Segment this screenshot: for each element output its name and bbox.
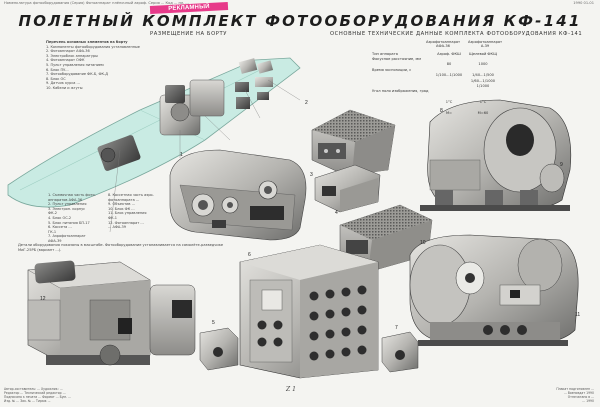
components-legend-b: 8. Кассетная часть аэро- фотоаппарата ..… [108, 193, 168, 230]
callout-number: 1 [180, 152, 183, 158]
component-item: 3. Электрон. корпус [48, 206, 86, 211]
callout-number: 10 [420, 240, 426, 246]
component-item: 7. Аэрофотоаппарат [48, 234, 86, 239]
spec-row: 1/1000 [476, 84, 490, 89]
placement-legend-item: 10. Кабели и жгуты [46, 85, 83, 90]
placement-legend-item: 5. Пульт управления питанием [46, 62, 104, 67]
placement-legend-item: 1. Компоненты фотооборудования установле… [46, 44, 140, 49]
small-junction-box-right [381, 331, 419, 373]
component-item: 10. Блок ФК ... [108, 206, 135, 211]
spec-row: Фокусное расстояние, мм [372, 57, 421, 62]
placement-legend-item: 9. Датчик курса ... [46, 81, 80, 86]
callout-number: 9 [560, 162, 563, 168]
component-item: ФК-2 [48, 211, 57, 216]
placement-legend-item: 3. Электроблок аппаратуры [46, 53, 98, 58]
callout-number: 11 [575, 312, 581, 318]
top-right-code: 1990 01-01 [573, 1, 594, 5]
callout-number: 4 [335, 210, 338, 216]
components-legend-a: 1. Съемочная часть фото- аппаратов АФА-3… [48, 193, 108, 244]
component-item: ... АФА-39 [108, 225, 126, 230]
callout-number: 8 [440, 108, 443, 114]
control-panel-unit [169, 149, 307, 241]
scale-note: Детали оборудования показаны в масштабе.… [18, 243, 224, 252]
callout-number: 12 [40, 296, 46, 302]
component-item: 9. Объектив ... [108, 202, 135, 207]
component-item: АФА-39 [48, 238, 62, 243]
onboard-equipment [97, 58, 301, 233]
callout-number: 3 [310, 172, 313, 178]
component-item: 2. Пульт управления [48, 202, 87, 207]
placement-legend-title: Перечень основных элементов на борту [46, 40, 128, 44]
component-item: 8. Кассетная часть аэро- [108, 193, 154, 197]
component-item: аппаратов АФА-36 [48, 197, 83, 202]
component-item: 1. Съемочная часть фото- [48, 193, 96, 197]
print-mark: Z 1 [286, 386, 296, 393]
ribbed-unit [339, 204, 433, 273]
connector-cabinet [239, 244, 379, 379]
spec-row: Угол поля изображения, град [372, 89, 429, 94]
large-camera-left [27, 260, 196, 366]
component-item: 11. Блок управления [108, 211, 147, 216]
power-block [314, 164, 381, 213]
aerial-camera-drum-top [420, 99, 572, 211]
spec-row: М=М=60 [445, 110, 489, 115]
component-item: ФК-1 [108, 215, 117, 220]
spec-table: Аэрофотоаппарат АФА-36 Аэрофотоаппарат А… [372, 40, 502, 116]
component-item: фотоаппарата ... [108, 197, 140, 202]
callout-number: 7 [395, 325, 398, 331]
spec-col-b: Аэрофотоаппарат А-39 [468, 40, 503, 48]
placement-legend-item: 6. Блок ПУ... [46, 67, 69, 72]
poster-title: ПОЛЕТНЫЙ КОМПЛЕКТ ФОТООБОРУДОВАНИЯ КФ-14… [18, 12, 582, 30]
footer-credits-left: Автор-составитель: ... Художник: ... Ред… [4, 387, 71, 403]
specs-subtitle: ОСНОВНЫЕ ТЕХНИЧЕСКИЕ ДАННЫЕ КОМПЛЕКТА ФО… [330, 31, 583, 37]
callout-number: 5 [212, 320, 215, 326]
placement-legend-item: 8. Блок ОС [46, 76, 66, 81]
component-item: ГК-1 [48, 229, 57, 234]
electronic-unit-top [311, 109, 396, 176]
small-junction-box-left [199, 327, 239, 371]
component-item: 4. Блок ОС-2 [48, 215, 72, 220]
component-item: 6. Кассета ... [48, 225, 72, 230]
spec-row: 1/60...1/1000 [470, 78, 496, 83]
placement-legend-item: 2. Фотоаппарат АФА-36 [46, 49, 90, 54]
aerial-camera-drum-bottom [409, 234, 579, 346]
top-info-line: Номенклатура фотооборудования (Серия) Фо… [4, 1, 189, 5]
placement-legend-item: 7. Фотооборудование ФК-Б, ФК-Д [46, 72, 109, 77]
spec-col-a: Аэрофотоаппарат АФА-36 [426, 40, 461, 48]
aircraft-fuselage [7, 57, 301, 208]
component-item: 12. Фотоаппарат ... [108, 220, 144, 225]
placement-subtitle: РАЗМЕЩЕНИЕ НА БОРТУ [150, 31, 228, 37]
component-item: 5. Блок питания БП-17 [48, 220, 90, 225]
placement-legend-item: 4. Фотоаппарат ОФК [46, 58, 85, 63]
spec-row: Время экспозиции, с [372, 67, 412, 72]
placement-legend: Перечень основных элементов на борту 1. … [46, 40, 156, 91]
footer-credits-right: Плакат подготовлен ... ... Воениздат 199… [556, 387, 594, 403]
callout-number: 6 [248, 252, 251, 258]
callout-number: 2 [305, 100, 308, 106]
